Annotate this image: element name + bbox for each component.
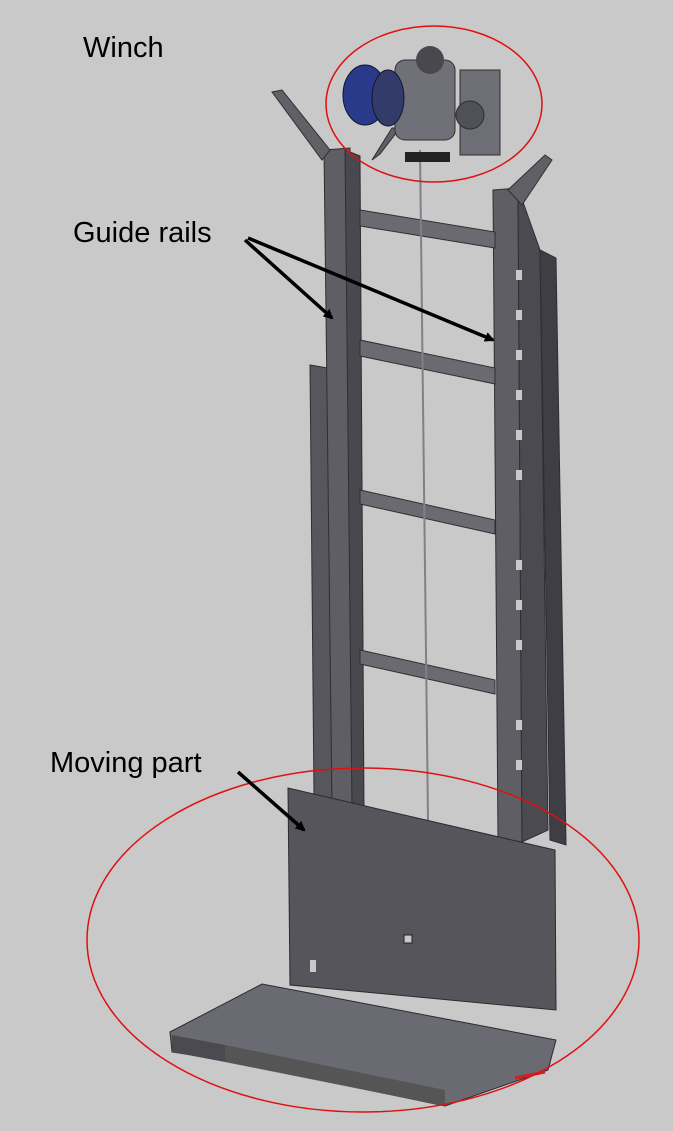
guide-rails-arrow-left (243, 238, 334, 320)
moving-part-label: Moving part (50, 747, 202, 779)
winch-highlight-ellipse (325, 25, 543, 183)
guide-rails-label: Guide rails (73, 217, 212, 249)
winch-assembly (342, 46, 501, 162)
winch-cable (419, 149, 429, 821)
left-guide-rail (271, 89, 402, 813)
moving-part-arrow (236, 770, 306, 832)
crossbars (359, 209, 496, 695)
guide-rails-arrow-right (247, 236, 495, 342)
moving-platform (169, 787, 557, 1107)
winch-label: Winch (83, 32, 164, 64)
moving-part-highlight-ellipse (86, 767, 640, 1113)
right-guide-rail (492, 154, 567, 846)
